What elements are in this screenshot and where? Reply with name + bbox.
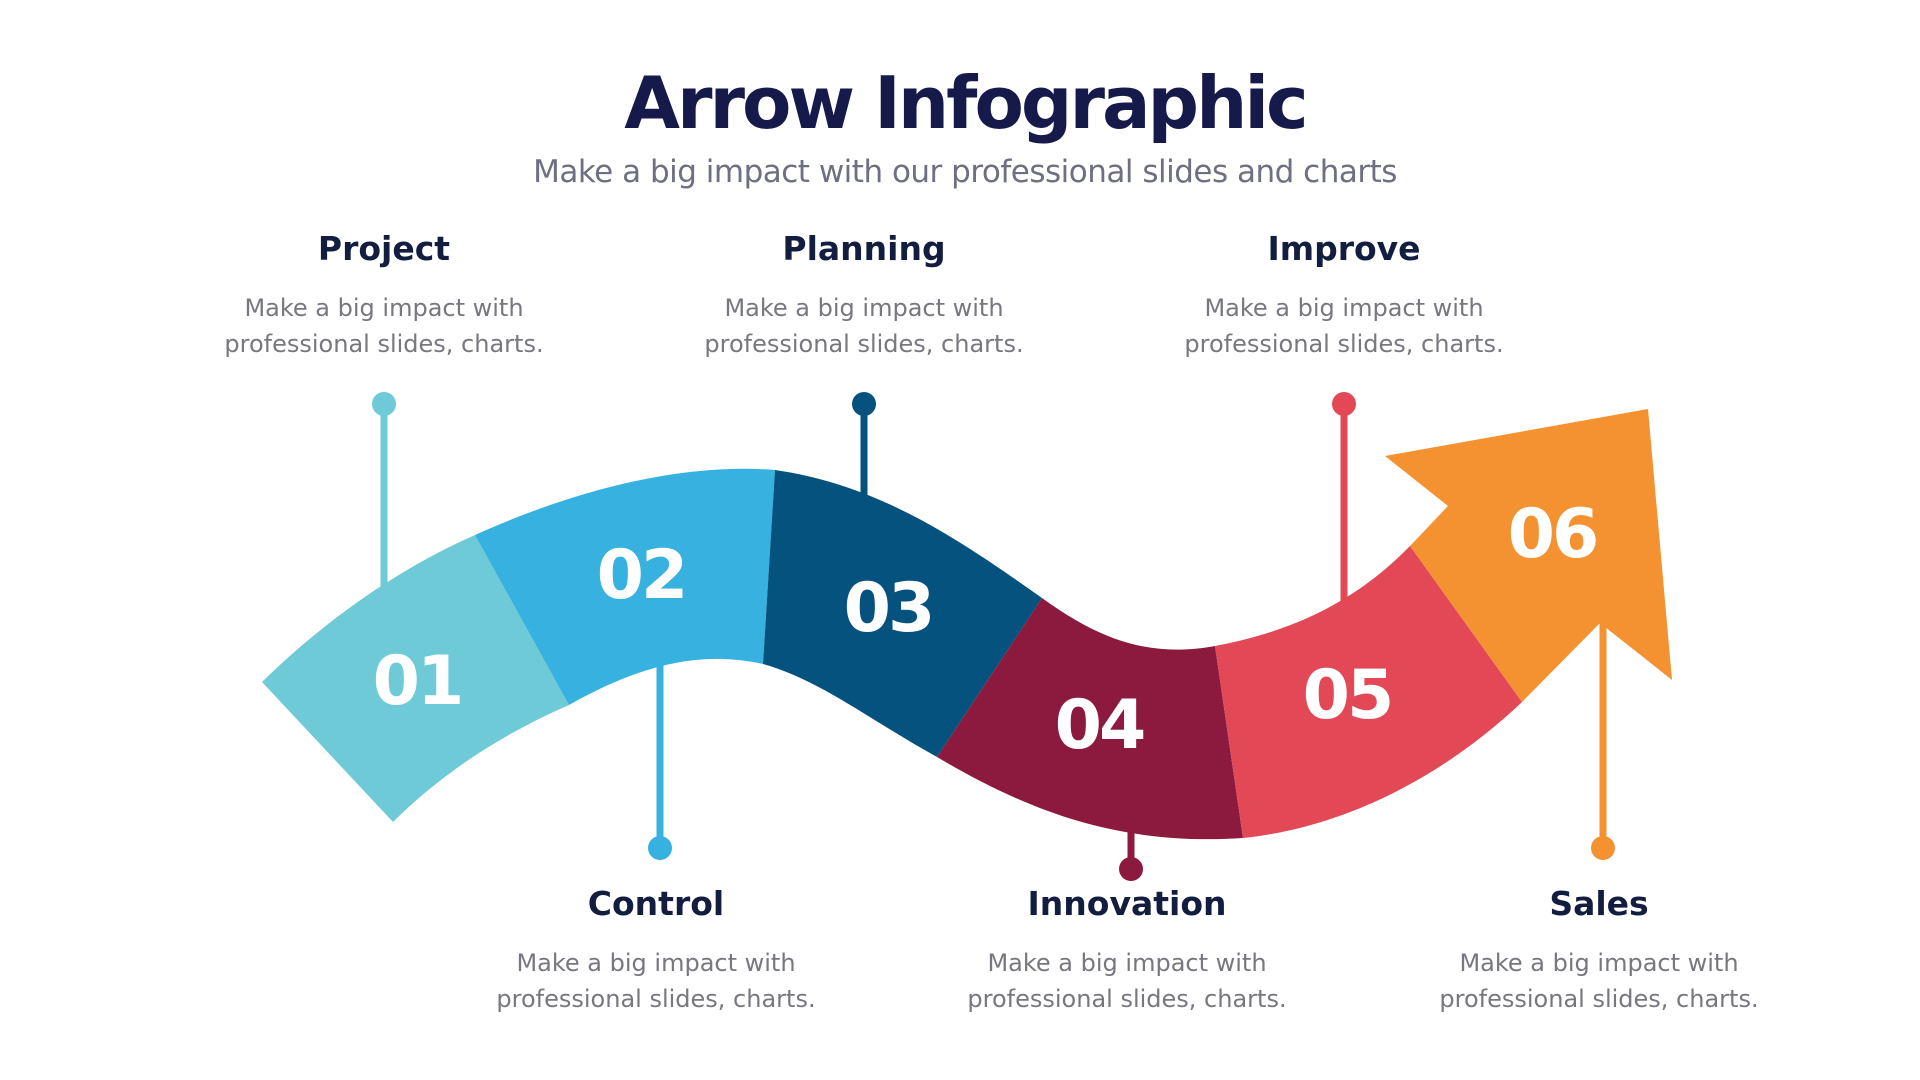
segment-number-05: 05 xyxy=(1303,656,1392,735)
step-desc-02-line-1: Make a big impact with xyxy=(516,949,795,977)
arrow-segment-06-arrowhead xyxy=(1385,409,1672,702)
segment-number-group: 01 02 03 04 05 06 xyxy=(373,495,1600,765)
arrow-segment-05 xyxy=(1215,546,1522,838)
step-desc-03-line-1: Make a big impact with xyxy=(724,294,1003,322)
step-desc-02-line-2: professional slides, charts. xyxy=(496,985,815,1013)
segment-number-06: 06 xyxy=(1508,495,1597,574)
step-title-01: Project xyxy=(318,229,450,268)
step-description-group: Make a big impact with professional slid… xyxy=(224,294,1758,1013)
connector-dot-02 xyxy=(648,836,672,860)
step-desc-05-line-2: professional slides, charts. xyxy=(1184,330,1503,358)
arrow-segment-01 xyxy=(262,535,569,822)
step-title-02: Control xyxy=(588,884,724,923)
step-desc-06-line-1: Make a big impact with xyxy=(1459,949,1738,977)
step-desc-06-line-2: professional slides, charts. xyxy=(1439,985,1758,1013)
step-label-group: Project Control Planning Innovation Impr… xyxy=(318,229,1649,923)
step-title-06: Sales xyxy=(1549,884,1648,923)
step-desc-05-line-1: Make a big impact with xyxy=(1204,294,1483,322)
arrow-segment-02 xyxy=(475,468,775,705)
step-desc-03-line-2: professional slides, charts. xyxy=(704,330,1023,358)
segment-number-02: 02 xyxy=(597,536,686,615)
segment-number-03: 03 xyxy=(844,569,933,648)
arrow-segment-03 xyxy=(763,470,1042,757)
step-desc-04-line-2: professional slides, charts. xyxy=(967,985,1286,1013)
connector-dot-06 xyxy=(1591,836,1615,860)
page-title: Arrow Infographic xyxy=(624,61,1305,145)
connector-dot-05 xyxy=(1332,392,1356,416)
segment-number-01: 01 xyxy=(373,642,462,721)
page-subtitle: Make a big impact with our professional … xyxy=(533,154,1397,190)
step-title-04: Innovation xyxy=(1028,884,1227,923)
step-title-03: Planning xyxy=(782,229,945,268)
connector-dot-group xyxy=(372,392,1615,881)
step-title-05: Improve xyxy=(1267,229,1420,268)
step-desc-01-line-1: Make a big impact with xyxy=(244,294,523,322)
step-desc-01-line-2: professional slides, charts. xyxy=(224,330,543,358)
arrow-segment-04 xyxy=(937,598,1243,840)
wavy-arrow-ribbon xyxy=(262,409,1672,840)
segment-number-04: 04 xyxy=(1055,686,1144,765)
step-desc-04-line-1: Make a big impact with xyxy=(987,949,1266,977)
connector-dot-01 xyxy=(372,392,396,416)
connector-dot-03 xyxy=(852,392,876,416)
connector-dot-04 xyxy=(1119,857,1143,881)
